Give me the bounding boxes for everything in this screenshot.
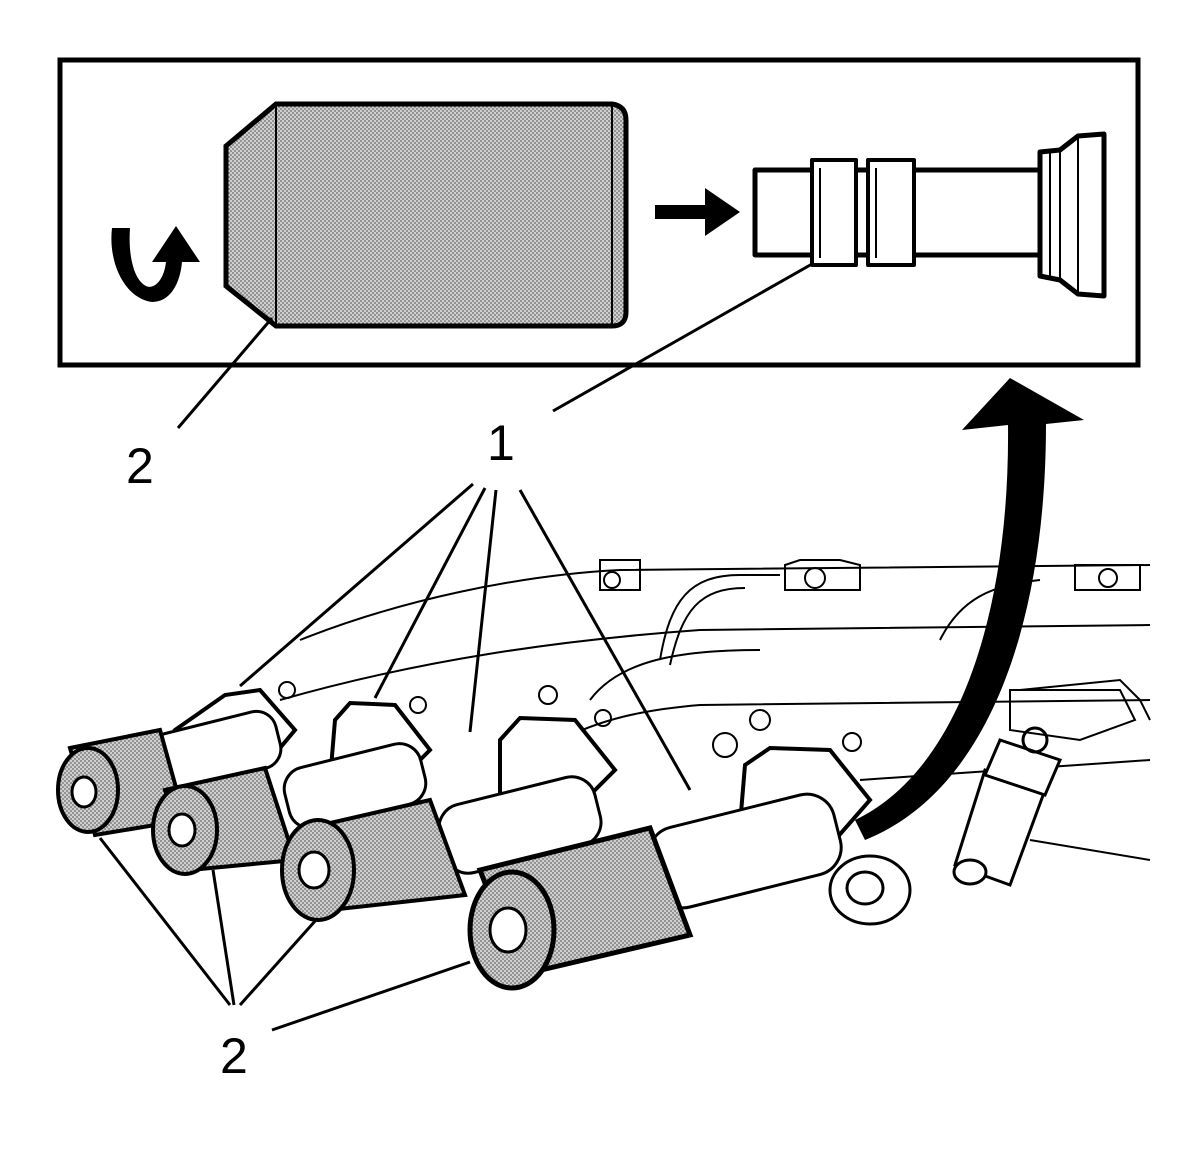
fuel-injector-4 <box>467 745 912 991</box>
leader-lines <box>98 262 813 1032</box>
right-arrow-icon <box>655 188 740 236</box>
callout-2-bottom: 2 <box>220 1028 248 1084</box>
injector-cap-detail <box>223 101 629 329</box>
callout-1: 1 <box>487 415 515 471</box>
detail-inset <box>57 57 1141 368</box>
fuel-injector-3 <box>280 715 618 922</box>
injector-tip-detail <box>752 131 1107 299</box>
fuel-injector-1 <box>56 687 298 838</box>
large-curved-arrow-icon <box>855 378 1084 840</box>
callout-2-top: 2 <box>126 438 154 494</box>
curved-rotate-arrow-icon <box>111 226 200 302</box>
